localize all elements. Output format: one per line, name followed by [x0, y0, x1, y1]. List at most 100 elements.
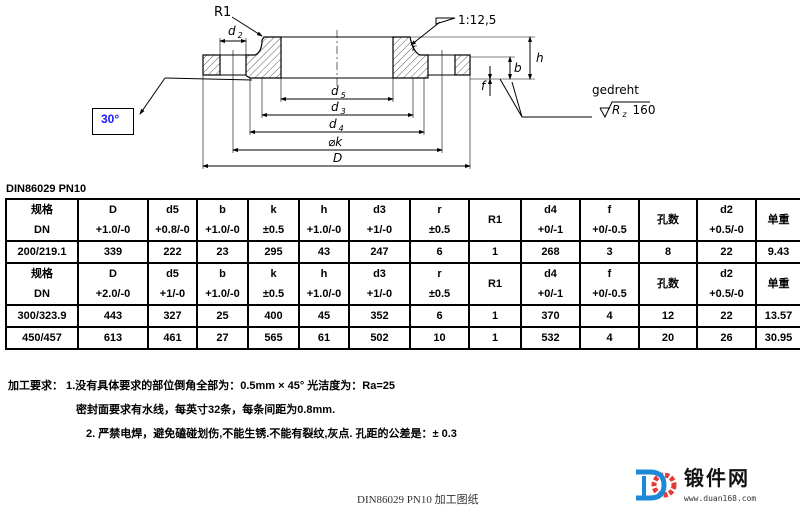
header-text: 规格	[31, 204, 53, 216]
table-cell: 30.95	[755, 326, 800, 350]
header-text: 规格	[31, 268, 53, 280]
header-text: ±0.5	[428, 224, 451, 236]
header-text: ±0.5	[262, 224, 285, 236]
header-text: DN	[34, 224, 50, 236]
header-cell: R1	[468, 262, 522, 306]
logo-name: 锻件网	[684, 468, 750, 490]
D-label: D	[333, 151, 342, 165]
header-cell: d5 +1/-0	[147, 262, 198, 306]
table-cell: 532	[520, 326, 581, 350]
header-text: +0.5/-0	[709, 224, 744, 236]
table-cell: 23	[196, 240, 249, 264]
header-text: k	[270, 268, 277, 280]
table-cell: 20	[638, 326, 698, 350]
header-text: +2.0/-0	[95, 288, 131, 300]
header-cell: h+1.0/-0	[298, 198, 350, 242]
header-cell: b+1.0/-0	[196, 198, 249, 242]
site-logo: 锻件网 www.duan168.com	[632, 468, 792, 506]
header-text: r	[437, 204, 442, 216]
table-cell: 6	[409, 240, 470, 264]
table-cell: 400	[247, 304, 300, 328]
footer-caption: DIN86029 PN10 加工图纸	[357, 494, 479, 506]
header-cell: d4+0/-1	[520, 198, 581, 242]
header-cell: 单重	[755, 198, 800, 242]
header-cell: 规格 DN	[5, 262, 79, 306]
header-cell: r ±0.5	[409, 198, 470, 242]
h-label: h	[536, 51, 544, 65]
header-cell: r±0.5	[409, 262, 470, 306]
table-cell: 6	[409, 304, 470, 328]
header-text: b	[219, 204, 226, 216]
header-text: R1	[487, 278, 503, 290]
header-text: f	[607, 204, 612, 216]
table-cell: 8	[638, 240, 698, 264]
header-text: k	[270, 204, 277, 216]
table-cell: 43	[298, 240, 350, 264]
header-text: 单重	[767, 214, 790, 226]
logo-url: www.duan168.com	[684, 494, 757, 503]
header-text: ±0.5	[428, 288, 451, 300]
table-cell: 268	[520, 240, 581, 264]
table-cell: 4	[579, 326, 640, 350]
header-cell: d3+1/-0	[348, 198, 411, 242]
table-cell: 1	[468, 304, 522, 328]
table-cell: 502	[348, 326, 411, 350]
table-cell: 327	[147, 304, 198, 328]
header-cell: k ±0.5	[247, 262, 300, 306]
table-cell: 1	[468, 326, 522, 350]
header-cell: R1	[468, 198, 522, 242]
header-text: d4	[544, 204, 557, 216]
header-text: +1/-0	[366, 288, 393, 300]
header-text: d5	[166, 204, 179, 216]
dimension-lines	[139, 16, 650, 169]
header-text: b	[219, 268, 226, 280]
logo-d-gear-icon	[636, 469, 677, 501]
table-cell: 461	[147, 326, 198, 350]
header-text: h	[320, 204, 328, 216]
table-cell: 370	[520, 304, 581, 328]
table-cell: 613	[77, 326, 149, 350]
header-text: +1.0/-0	[306, 288, 342, 300]
table-cell: 295	[247, 240, 300, 264]
f-label: f	[481, 79, 487, 93]
header-cell: 规格 DN	[5, 198, 79, 242]
header-cell: D+1.0/-0	[77, 198, 149, 242]
table-cell: 339	[77, 240, 149, 264]
table-cell: 352	[348, 304, 411, 328]
table-cell: 10	[409, 326, 470, 350]
header-text: d5	[166, 268, 179, 280]
header-text: DN	[34, 288, 50, 300]
header-text: R1	[487, 214, 503, 226]
header-text: 孔数	[657, 214, 679, 226]
table-cell: 450/457	[5, 326, 79, 350]
header-text: +1.0/-0	[205, 288, 240, 300]
table-cell: 26	[696, 326, 757, 350]
angle-callout-box: 30°	[92, 108, 134, 135]
table-title: DIN86029 PN10	[6, 183, 87, 195]
header-cell: d3+1/-0	[348, 262, 411, 306]
table-cell: 22	[696, 304, 757, 328]
header-text: +1/-0	[159, 288, 186, 300]
table-cell: 61	[298, 326, 350, 350]
table-cell: 443	[77, 304, 149, 328]
table-cell: 22	[696, 240, 757, 264]
header-text: ±0.5	[262, 288, 285, 300]
gedreht-label: gedreht	[592, 83, 639, 97]
header-cell: 单重	[755, 262, 800, 306]
b-label: b	[514, 61, 522, 75]
table-cell: 247	[348, 240, 411, 264]
r1-label: R1	[214, 5, 231, 20]
header-text: +0/-0.5	[592, 224, 627, 236]
header-text: +1.0/-0	[95, 224, 131, 236]
table-cell: 12	[638, 304, 698, 328]
header-text: D	[109, 268, 117, 280]
header-cell: f+0/-0.5	[579, 262, 640, 306]
